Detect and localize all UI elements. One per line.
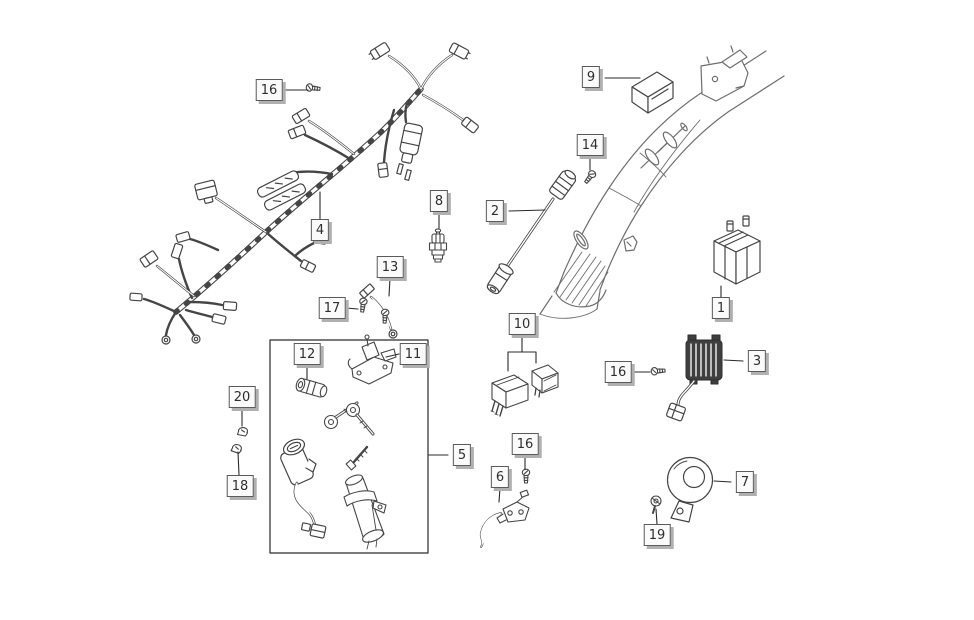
callout-20[interactable]: 20 bbox=[228, 386, 256, 408]
callout-8[interactable]: 8 bbox=[429, 190, 449, 212]
frame-tube-drawing bbox=[539, 45, 785, 319]
callout-12[interactable]: 12 bbox=[293, 343, 321, 365]
callout-3[interactable]: 3 bbox=[747, 350, 767, 372]
screw-16-mid-drawing bbox=[650, 366, 666, 376]
screw-14-drawing bbox=[582, 168, 598, 186]
callout-18[interactable]: 18 bbox=[226, 475, 254, 497]
screws-17-drawing bbox=[357, 297, 390, 324]
callout-7[interactable]: 7 bbox=[735, 471, 755, 493]
screw-19-drawing bbox=[650, 495, 662, 514]
keys-drawing bbox=[323, 401, 375, 436]
frame-hatching bbox=[553, 251, 609, 307]
battery-drawing bbox=[713, 215, 761, 285]
frame-bracket bbox=[700, 45, 749, 102]
stop-switch-drawing bbox=[479, 489, 530, 548]
callout-1[interactable]: 1 bbox=[711, 297, 731, 319]
screw-16-bottom-drawing bbox=[521, 468, 531, 484]
fuse-strips bbox=[256, 170, 307, 211]
callout-13[interactable]: 13 bbox=[376, 256, 404, 278]
lock-latch-drawing bbox=[347, 334, 397, 385]
callout-11[interactable]: 11 bbox=[399, 343, 427, 365]
leader-lines bbox=[237, 77, 744, 525]
callout-16-top[interactable]: 16 bbox=[255, 79, 283, 101]
callout-4[interactable]: 4 bbox=[310, 219, 330, 241]
wiring-harness-drawing bbox=[129, 42, 479, 345]
callout-19[interactable]: 19 bbox=[643, 524, 671, 546]
callout-16-bottom[interactable]: 16 bbox=[511, 433, 539, 455]
rubber-pad-drawing bbox=[631, 71, 674, 114]
callout-5[interactable]: 5 bbox=[452, 444, 472, 466]
nut-18-drawing bbox=[230, 444, 243, 454]
spark-plug-drawing bbox=[428, 228, 448, 263]
regulator-drawing bbox=[666, 334, 723, 422]
ground-cable-drawing bbox=[359, 283, 398, 339]
callout-16-mid[interactable]: 16 bbox=[604, 361, 632, 383]
frame-grommet bbox=[573, 230, 589, 250]
screw-16-top-drawing bbox=[305, 82, 321, 94]
ignition-switch-drawing bbox=[280, 438, 327, 539]
relays-drawing bbox=[490, 364, 559, 417]
frame-studs bbox=[640, 122, 688, 169]
ignition-coil-drawing bbox=[396, 101, 423, 181]
callout-17[interactable]: 17 bbox=[318, 297, 346, 319]
callout-10[interactable]: 10 bbox=[508, 313, 536, 335]
callout-2[interactable]: 2 bbox=[485, 200, 505, 222]
horn-drawing bbox=[666, 456, 714, 523]
lock-cylinder-drawing bbox=[295, 377, 328, 398]
callout-9[interactable]: 9 bbox=[581, 66, 601, 88]
lock-kit-boundary bbox=[269, 339, 429, 554]
callout-14[interactable]: 14 bbox=[576, 134, 604, 156]
frame-clip bbox=[623, 235, 638, 252]
steering-column-drawing bbox=[343, 445, 387, 550]
nut-20-drawing bbox=[236, 427, 249, 437]
callout-6[interactable]: 6 bbox=[490, 466, 510, 488]
